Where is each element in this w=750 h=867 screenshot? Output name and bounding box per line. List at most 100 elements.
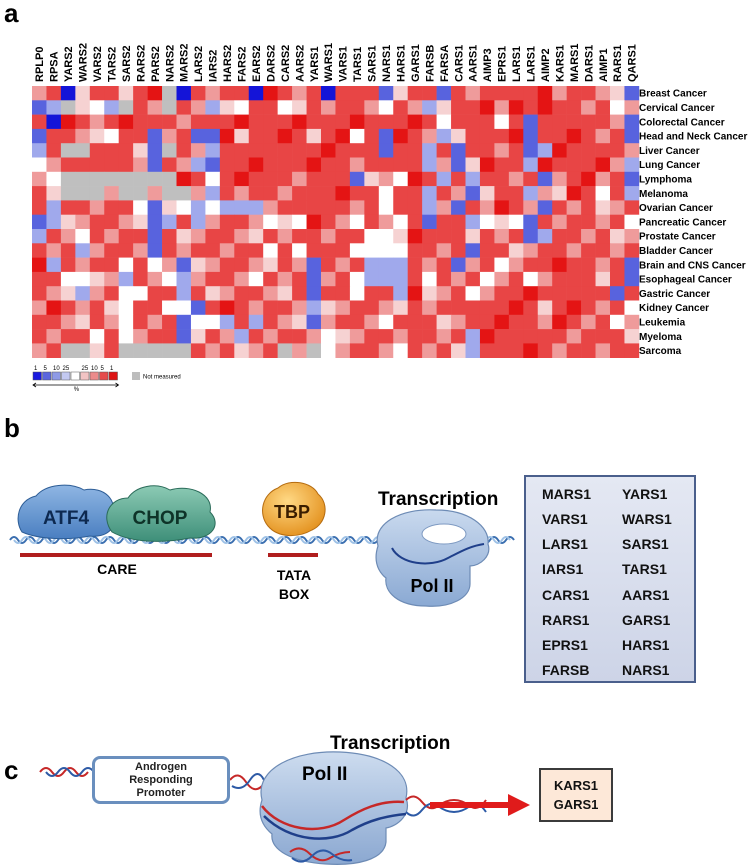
heatmap-cell: [581, 128, 596, 144]
heatmap-cell: [624, 343, 640, 358]
heatmap-cell: [118, 314, 134, 330]
heatmap-cell: [75, 314, 91, 330]
heatmap-cell: [133, 257, 148, 273]
heatmap-cell: [234, 157, 250, 173]
heatmap-cell: [147, 214, 163, 230]
heatmap-cell: [349, 314, 365, 330]
heatmap-cell: [566, 343, 582, 358]
heatmap-cell: [436, 200, 452, 215]
heatmap-cell: [176, 300, 192, 316]
heatmap-cell: [364, 100, 380, 115]
heatmap-cell: [552, 286, 567, 301]
gene-column-label: IARS2: [208, 50, 220, 82]
heatmap-cell: [624, 114, 640, 130]
heatmap-cell: [581, 271, 596, 287]
heatmap-cell: [118, 128, 134, 144]
heatmap-cell: [277, 343, 293, 358]
heatmap-cell: [104, 329, 119, 344]
heatmap-cell: [118, 200, 134, 215]
target-genes-box-b: MARS1 YARS1 VARS1 WARS1 LARS1 SARS1 IARS…: [524, 475, 696, 683]
heatmap-cell: [321, 229, 336, 244]
heatmap-cell: [479, 114, 495, 130]
heatmap-cell: [147, 143, 163, 158]
gene-column-label: WARS2: [78, 43, 90, 82]
heatmap-cell: [465, 186, 481, 201]
gene-b-left-5: RARS1: [542, 611, 590, 628]
gene-b-left-6: EPRS1: [542, 636, 588, 653]
heatmap-cell: [595, 257, 611, 273]
heatmap-cell: [494, 229, 510, 244]
heatmap-cell: [176, 229, 192, 244]
heatmap-cell: [234, 286, 250, 301]
heatmap-cell: [219, 214, 235, 230]
atf4-label: ATF4: [43, 508, 90, 529]
gene-b-right-1: WARS1: [622, 511, 672, 528]
heatmap-cell: [364, 200, 380, 215]
heatmap-cell: [133, 329, 148, 344]
promoter-diagram-c: [39, 751, 530, 865]
heatmap-cell: [422, 257, 437, 273]
heatmap-cell: [292, 214, 307, 230]
heatmap-cell: [248, 214, 264, 230]
heatmap-cell: [364, 186, 380, 201]
heatmap-cell: [422, 86, 437, 101]
heatmap-cell: [32, 200, 47, 215]
heatmap-cell: [176, 200, 192, 215]
heatmap-cell: [205, 200, 221, 215]
heatmap-cell: [523, 114, 539, 130]
heatmap-cell: [205, 286, 221, 301]
heatmap-cell: [292, 286, 307, 301]
legend-swatch: [61, 371, 71, 381]
heatmap-cell: [552, 86, 567, 101]
heatmap-cell: [451, 157, 466, 173]
legend-swatch: [51, 371, 61, 381]
heatmap-cell: [147, 128, 163, 144]
heatmap-cell: [277, 143, 293, 158]
heatmap-cell: [552, 329, 567, 344]
heatmap-cell: [407, 314, 423, 330]
heatmap-cell: [147, 243, 163, 258]
heatmap-cell: [552, 200, 567, 215]
heatmap-cell: [393, 257, 408, 273]
heatmap-cell: [465, 286, 481, 301]
heatmap-cell: [393, 200, 408, 215]
heatmap-cell: [89, 100, 105, 115]
heatmap-cell: [422, 243, 437, 258]
heatmap-cell: [176, 143, 192, 158]
heatmap-cell: [523, 214, 539, 230]
heatmap-cell: [581, 329, 596, 344]
heatmap-cell: [263, 300, 278, 316]
heatmap-cell: [494, 214, 510, 230]
heatmap-cell: [248, 200, 264, 215]
heatmap-cell: [581, 243, 596, 258]
heatmap-cell: [407, 229, 423, 244]
heatmap-cell: [248, 114, 264, 130]
heatmap-cell: [32, 100, 47, 115]
cancer-row-label: Kidney Cancer: [639, 303, 709, 314]
gene-column-label: DARS2: [265, 45, 277, 82]
heatmap-cell: [162, 243, 177, 258]
heatmap-cell: [292, 100, 307, 115]
heatmap-cell: [451, 257, 466, 273]
heatmap-cell: [610, 200, 625, 215]
heatmap-cell: [176, 128, 192, 144]
heatmap-cell: [46, 257, 62, 273]
heatmap-cell: [436, 171, 452, 187]
heatmap-cell: [552, 271, 567, 287]
heatmap-cell: [364, 243, 380, 258]
heatmap-cell: [263, 329, 278, 344]
gene-column-label: RPLP0: [34, 47, 46, 82]
heatmap-cell: [46, 214, 62, 230]
heatmap-cell: [465, 86, 481, 101]
heatmap-cell: [147, 343, 163, 358]
heatmap-cell: [393, 157, 408, 173]
heatmap-cell: [566, 171, 582, 187]
legend-blue-tick: 1: [34, 366, 38, 372]
heatmap-cell: [32, 257, 47, 273]
heatmap-cell: [335, 243, 351, 258]
heatmap-cell: [378, 143, 394, 158]
heatmap-cell: [479, 271, 495, 287]
heatmap-cell: [364, 143, 380, 158]
cancer-row-label: Head and Neck Cancer: [639, 132, 747, 143]
